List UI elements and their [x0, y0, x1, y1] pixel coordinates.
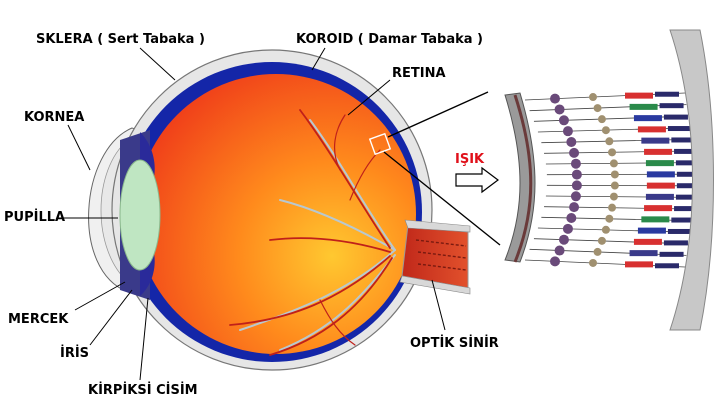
label-optik: OPTİK SİNİR: [410, 336, 499, 351]
retina-cell-row: [524, 256, 686, 269]
retina-cell-row: [529, 245, 687, 257]
label-koroid: KOROID ( Damar Tabaka ): [296, 32, 483, 47]
retina-cell-row: [546, 180, 701, 191]
retina-cell-row: [541, 137, 696, 148]
retina-cell-row: [546, 169, 701, 180]
retina-detail: [504, 29, 714, 331]
retinal-vessels: [229, 109, 396, 356]
retina-section-box: [368, 132, 392, 156]
retina-cell-row: [533, 234, 688, 246]
retina-cell-row: [541, 212, 696, 223]
vitreous-body: [136, 74, 416, 354]
zoom-line-top: [387, 91, 489, 138]
optic-nerve-sheath-bottom: [399, 275, 471, 295]
retina-cell-row: [537, 223, 692, 234]
label-isik: IŞIK: [455, 152, 485, 167]
label-pupilla: PUPİLLA: [4, 210, 66, 225]
light-arrow: [455, 166, 499, 194]
retina-cell-row: [545, 158, 700, 169]
label-kornea: KORNEA: [24, 110, 85, 125]
label-retina: RETINA: [392, 66, 446, 81]
retina-cell-row: [545, 191, 700, 202]
label-kirpiksi: KİRPİKSİ CİSİM: [88, 383, 198, 398]
label-sklera: SKLERA ( Sert Tabaka ): [36, 32, 205, 47]
retina-cell-rows: [524, 91, 701, 269]
retina-cell-row: [544, 147, 699, 158]
retina-cell-row: [533, 114, 688, 126]
optic-nerve-sheath: [404, 219, 471, 233]
label-iris: İRİS: [60, 346, 90, 361]
pointer-lines: [62, 47, 446, 381]
retina-cell-row: [537, 126, 692, 137]
label-mercek: MERCEK: [8, 312, 69, 327]
lens: [119, 159, 161, 271]
retina-cell-row: [529, 103, 687, 115]
optic-nerve-fibers: [415, 239, 467, 271]
zoom-line-bottom: [383, 151, 501, 246]
retina-cell-row: [524, 91, 686, 104]
retina-cell-row: [544, 202, 699, 213]
